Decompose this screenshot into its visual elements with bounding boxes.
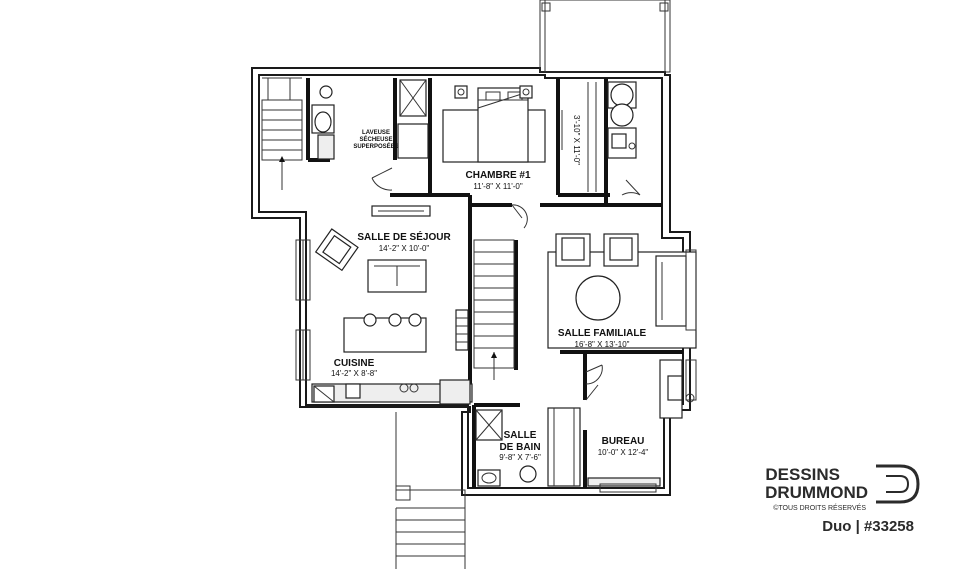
exterior-steps [395,412,466,569]
bathroom-furniture [475,407,581,487]
family-room-furniture [547,233,697,349]
room-label-famille: SALLE FAMILIALE [558,328,647,339]
living-room-furniture [314,228,427,293]
deck-top [539,0,671,73]
laundry-label-3: SUPERPOSÉES [353,142,398,150]
room-dims-chambre: 11'-8" X 11'-0" [473,182,523,191]
brand-line1: DESSINS [765,465,840,484]
door-swings [371,167,641,401]
sejour-console [371,205,431,217]
room-labels: CHAMBRE #1 11'-8" X 11'-0" SALLE DE SÉJO… [331,115,648,462]
office-furniture [587,359,695,487]
room-label-sejour: SALLE DE SÉJOUR [357,230,451,243]
brand-line2: DRUMMOND [765,483,868,502]
brand-caption: Duo | #33258 [822,518,914,535]
room-label-bureau: BUREAU [602,436,645,447]
windows [295,239,697,493]
interior-walls [306,78,683,488]
room-dims-bain: 9'-8" X 7'-6" [499,453,541,462]
room-label-cuisine: CUISINE [334,358,375,369]
top-right-furniture [607,81,637,159]
closet-dims: 3'-10" X 11'-0" [572,115,581,165]
laundry-label-1: LAVEUSE [362,130,390,136]
room-label-bain-2: DE BAIN [499,442,540,453]
stairs-center [473,239,515,380]
brand-mark-icon [876,464,920,504]
room-label-chambre: CHAMBRE #1 [465,170,530,181]
bedroom-furniture [442,85,546,163]
brand-logo: DESSINS DRUMMOND ©TOUS DROITS RÉSERVÉS D… [765,464,920,535]
kitchen-furniture [311,309,473,405]
laundry-area [311,79,429,160]
room-dims-cuisine: 14'-2" X 8'-8" [331,369,377,378]
room-dims-sejour: 14'-2" X 10'-0" [379,244,430,253]
closet [561,82,597,192]
stairs-left [261,77,303,190]
brand-rights: ©TOUS DROITS RÉSERVÉS [773,503,866,512]
room-dims-bureau: 10'-0" X 12'-4" [598,448,649,457]
room-label-bain-1: SALLE [504,430,537,441]
room-dims-famille: 16'-8" X 13'-10" [575,340,630,349]
laundry-label-2: SÉCHEUSE [359,135,392,143]
